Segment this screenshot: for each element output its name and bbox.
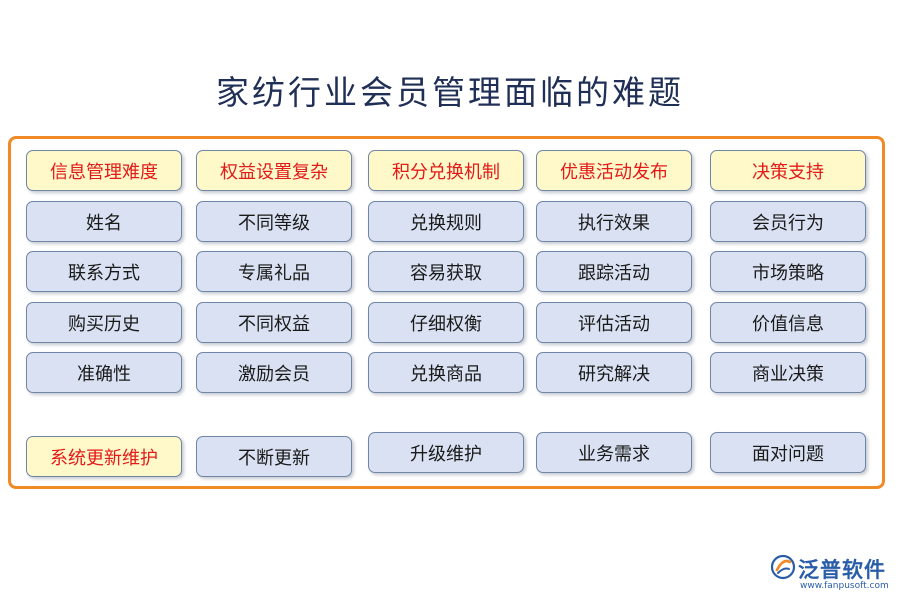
item-accuracy: 准确性 (26, 352, 182, 393)
item-continuous-update: 不断更新 (196, 436, 352, 477)
item-easy-obtain: 容易获取 (368, 251, 524, 292)
item-motivate-members: 激励会员 (196, 352, 352, 393)
item-execution-effect: 执行效果 (536, 201, 692, 242)
header-info-management: 信息管理难度 (26, 150, 182, 191)
brand-url: www.fanpusoft.com (800, 581, 889, 591)
item-exchange-rules: 兑换规则 (368, 201, 524, 242)
item-market-strategy: 市场策略 (710, 251, 866, 292)
item-face-problems: 面对问题 (710, 432, 866, 473)
brand-name: 泛普软件 (798, 558, 886, 582)
header-system-maintenance: 系统更新维护 (26, 436, 182, 477)
header-points-exchange: 积分兑换机制 (368, 150, 524, 191)
item-exchange-goods: 兑换商品 (368, 352, 524, 393)
item-evaluate-activity: 评估活动 (536, 302, 692, 343)
item-levels: 不同等级 (196, 201, 352, 242)
item-exclusive-gifts: 专属礼品 (196, 251, 352, 292)
item-track-activity: 跟踪活动 (536, 251, 692, 292)
item-name: 姓名 (26, 201, 182, 242)
item-upgrade-maintenance: 升级维护 (368, 432, 524, 473)
fanpu-logo-icon (770, 554, 796, 580)
header-promotions: 优惠活动发布 (536, 150, 692, 191)
header-benefits-setup: 权益设置复杂 (196, 150, 352, 191)
item-member-behavior: 会员行为 (710, 201, 866, 242)
page-title: 家纺行业会员管理面临的难题 (216, 73, 684, 112)
item-purchase-history: 购买历史 (26, 302, 182, 343)
item-careful-weigh: 仔细权衡 (368, 302, 524, 343)
item-business-decision: 商业决策 (710, 352, 866, 393)
brand-watermark: 泛普软件 www.fanpusoft.com (770, 552, 895, 596)
item-benefits: 不同权益 (196, 302, 352, 343)
item-business-needs: 业务需求 (536, 432, 692, 473)
item-research-solve: 研究解决 (536, 352, 692, 393)
item-contact: 联系方式 (26, 251, 182, 292)
header-decision-support: 决策支持 (710, 150, 866, 191)
item-value-info: 价值信息 (710, 302, 866, 343)
